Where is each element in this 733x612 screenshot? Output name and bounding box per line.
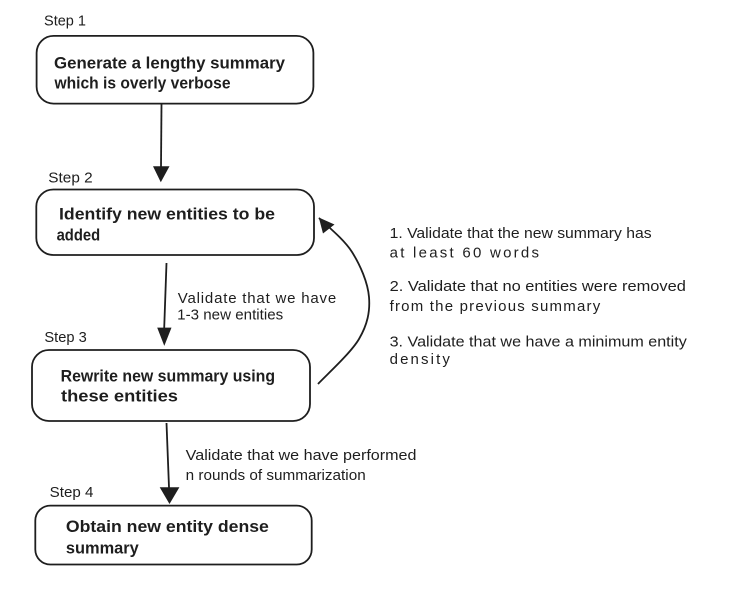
svg-text:Step 1: Step 1 [44, 12, 86, 29]
svg-text:Identify new entities to be: Identify new entities to be [59, 205, 275, 224]
svg-text:Obtain new entity dense: Obtain new entity dense [66, 517, 269, 536]
svg-text:1-3 new entities: 1-3 new entities [177, 306, 283, 323]
svg-text:added: added [57, 226, 101, 245]
svg-text:3. Validate that we have a min: 3. Validate that we have a minimum entit… [390, 333, 688, 350]
svg-text:2. Validate that no entities w: 2. Validate that no entities were remove… [390, 278, 686, 295]
svg-text:summary: summary [66, 539, 139, 558]
svg-text:1. Validate that the new summa: 1. Validate that the new summary has [390, 225, 652, 242]
svg-text:Validate that we have: Validate that we have [178, 290, 336, 307]
svg-text:n rounds of summarization: n rounds of summarization [186, 467, 366, 484]
svg-text:these entities: these entities [61, 387, 178, 406]
svg-text:which is overly verbose: which is overly verbose [54, 73, 231, 92]
svg-text:Rewrite new summary using: Rewrite new summary using [61, 367, 276, 386]
svg-text:Generate a lengthy summary: Generate a lengthy summary [54, 54, 286, 73]
svg-text:Step 2: Step 2 [48, 170, 92, 187]
svg-text:Step 4: Step 4 [50, 484, 94, 501]
svg-text:Validate that we have performe: Validate that we have performed [186, 447, 417, 464]
svg-text:Step 3: Step 3 [44, 329, 86, 346]
svg-text:from the previous summary: from the previous summary [390, 298, 601, 315]
